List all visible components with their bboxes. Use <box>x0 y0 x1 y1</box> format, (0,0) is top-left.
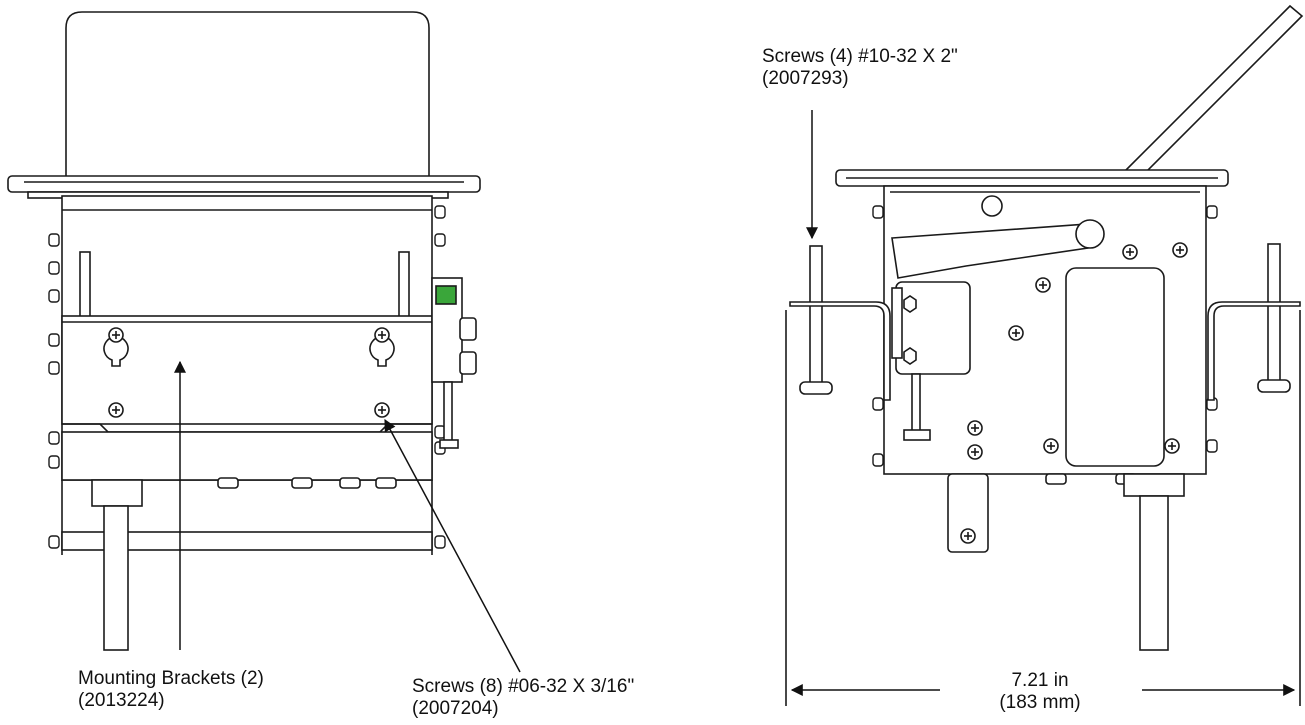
mounting-brackets-part: (2013224) <box>78 690 165 711</box>
cable <box>103 505 129 651</box>
mounting-brackets-label: Mounting Brackets (2) (2013224) <box>78 668 264 712</box>
bottom-tab <box>947 473 989 553</box>
bracket-right <box>1207 301 1301 401</box>
long-screws-text: Screws (4) #10-32 X 2" <box>762 46 958 67</box>
side-view <box>785 4 1304 706</box>
cable <box>1139 495 1169 651</box>
dimension-metric: (183 mm) <box>999 692 1081 713</box>
inner-panel <box>1065 267 1165 467</box>
overall-width-dimension: 7.21 in (183 mm) <box>960 670 1120 714</box>
lid <box>65 11 430 190</box>
long-screw-right <box>1257 243 1291 393</box>
mounting-brackets-text: Mounting Brackets (2) <box>78 668 264 689</box>
left-side-fasteners <box>48 233 60 469</box>
bracket-screws-part: (2007204) <box>412 698 499 719</box>
bottom-bumps <box>217 477 397 489</box>
bracket-screws-text: Screws (8) #06-32 X 3/16" <box>412 676 635 697</box>
lever-rod <box>1122 4 1304 177</box>
bracket-left <box>789 301 891 401</box>
long-screws-part: (2007293) <box>762 68 849 89</box>
long-screw-left <box>799 245 833 395</box>
top-flange <box>7 175 481 193</box>
leader-bracket-screws <box>384 418 521 673</box>
bracket-screws-label: Screws (8) #06-32 X 3/16" (2007204) <box>412 676 634 720</box>
long-screws-label: Screws (4) #10-32 X 2" (2007293) <box>762 46 958 90</box>
front-view <box>7 11 481 651</box>
dimension-imperial: 7.21 in <box>1011 670 1069 691</box>
